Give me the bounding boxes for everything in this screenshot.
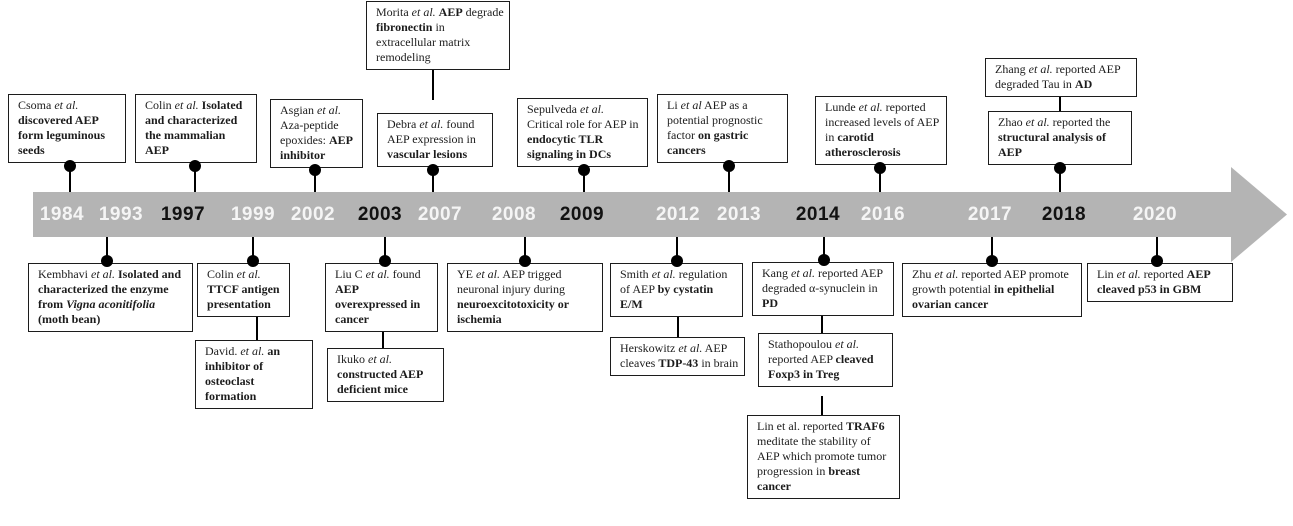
event-box-lin-gbm-2020: Lin et al. reported AEP cleaved p53 in G… <box>1087 263 1233 302</box>
year-label-2009: 2009 <box>559 204 605 225</box>
connector-liu-ikuko <box>382 325 384 353</box>
event-box-csoma-1984: Csoma et al. discovered AEP form legumin… <box>8 94 126 163</box>
event-box-zhu-2017: Zhu et al. reported AEP promote growth p… <box>902 263 1082 317</box>
connector-stem-ye <box>524 237 526 268</box>
connector-zhang-zhao <box>1059 88 1061 113</box>
connector-stem-liu-c <box>384 237 386 268</box>
year-label-2007: 2007 <box>417 204 463 225</box>
connector-stem-smith <box>676 237 678 268</box>
event-box-lin-traf6-2014: Lin et al. reported TRAF6 meditate the s… <box>747 415 900 499</box>
event-box-debra-2007: Debra et al. found AEP expression in vas… <box>377 113 493 167</box>
timeline-band <box>33 192 1233 237</box>
connector-stem-colin-ttcf <box>252 237 254 268</box>
connector-ttcf-david <box>256 315 258 345</box>
event-box-david-1999: David. et al. an inhibitor of osteoclast… <box>195 340 313 409</box>
connector-morita-debra <box>432 60 434 100</box>
timeline-dot-smith <box>671 255 683 267</box>
year-label-1984: 1984 <box>39 204 85 225</box>
year-label-1993: 1993 <box>98 204 144 225</box>
event-box-zhao-2018: Zhao et al. reported the structural anal… <box>988 111 1132 165</box>
connector-stem-zhao <box>1059 159 1061 192</box>
year-label-2016: 2016 <box>860 204 906 225</box>
event-box-ikuko-2003: Ikuko et al. constructed AEP deficient m… <box>327 348 444 402</box>
timeline-dot-lin-gbm <box>1151 255 1163 267</box>
year-label-2008: 2008 <box>491 204 537 225</box>
year-label-2003: 2003 <box>357 204 403 225</box>
connector-stathopoulou-lin <box>821 396 823 422</box>
timeline-dot-liu-c <box>379 255 391 267</box>
connector-stem-kembhavi <box>106 237 108 268</box>
timeline-dot-debra <box>427 164 439 176</box>
year-label-1999: 1999 <box>230 204 276 225</box>
timeline-arrowhead-icon <box>1231 167 1287 262</box>
connector-stem-kang <box>823 237 825 267</box>
connector-stem-lunde <box>879 159 881 192</box>
connector-stem-debra <box>432 161 434 192</box>
event-box-zhang-2018: Zhang et al. reported AEP degraded Tau i… <box>985 58 1137 97</box>
year-label-2014: 2014 <box>795 204 841 225</box>
timeline-dot-colin-ttcf <box>247 255 259 267</box>
event-box-herskowitz-2012: Herskowitz et al. AEP cleaves TDP-43 in … <box>610 337 745 376</box>
connector-stem-lin-gbm <box>1156 237 1158 268</box>
timeline-dot-csoma <box>64 160 76 172</box>
timeline-dot-zhu <box>986 255 998 267</box>
year-label-2020: 2020 <box>1132 204 1178 225</box>
connector-stem-zhu <box>991 237 993 268</box>
timeline-dot-colin-mammalian <box>189 160 201 172</box>
event-box-stathopoulou-2014: Stathopoulou et al. reported AEP cleaved… <box>758 333 893 387</box>
timeline-dot-li <box>723 160 735 172</box>
event-box-li-2013: Li et al AEP as a potential prognostic f… <box>657 94 788 163</box>
event-box-ye-2008: YE et al. AEP trigged neuronal injury du… <box>447 263 603 332</box>
connector-stem-csoma <box>69 157 71 192</box>
event-box-kang-2014: Kang et al. reported AEP degraded α-synu… <box>752 262 894 316</box>
event-box-colin-mammalian-1997: Colin et al. Isolated and characterized … <box>135 94 257 163</box>
year-label-2017: 2017 <box>967 204 1013 225</box>
event-box-sepulveda-2009: Sepulveda et al. Critical role for AEP i… <box>517 98 648 167</box>
event-box-smith-2012: Smith et al. regulation of AEP by cystat… <box>610 263 743 317</box>
year-label-2012: 2012 <box>655 204 701 225</box>
connector-smith-herskowitz <box>677 315 679 342</box>
event-box-liu-c-2003: Liu C et al. found AEP overexpressed in … <box>325 263 438 332</box>
connector-stem-colin-mammalian <box>194 157 196 192</box>
connector-kang-stathopoulou <box>821 315 823 340</box>
connector-stem-li <box>728 157 730 192</box>
timeline-dot-lunde <box>874 162 886 174</box>
year-label-1997: 1997 <box>160 204 206 225</box>
event-box-colin-ttcf-1999: Colin et al. TTCF antigen presentation <box>197 263 290 317</box>
event-box-lunde-2016: Lunde et al. reported increased levels o… <box>815 96 947 165</box>
connector-stem-asgian <box>314 162 316 192</box>
year-label-2002: 2002 <box>290 204 336 225</box>
timeline-dot-kembhavi <box>101 255 113 267</box>
timeline-dot-asgian <box>309 164 321 176</box>
event-box-kembhavi-1993: Kembhavi et al. Isolated and characteriz… <box>28 263 193 332</box>
year-label-2018: 2018 <box>1041 204 1087 225</box>
timeline-dot-kang <box>818 254 830 266</box>
timeline-dot-ye <box>519 255 531 267</box>
event-box-morita-2007: Morita et al. AEP degrade fibronectin in… <box>366 1 510 70</box>
year-label-2013: 2013 <box>716 204 762 225</box>
event-box-asgian-2002: Asgian et al. Aza-peptide epoxides: AEP … <box>270 99 363 168</box>
connector-stem-sepulveda <box>583 161 585 192</box>
timeline-dot-zhao <box>1054 162 1066 174</box>
timeline-dot-sepulveda <box>578 164 590 176</box>
